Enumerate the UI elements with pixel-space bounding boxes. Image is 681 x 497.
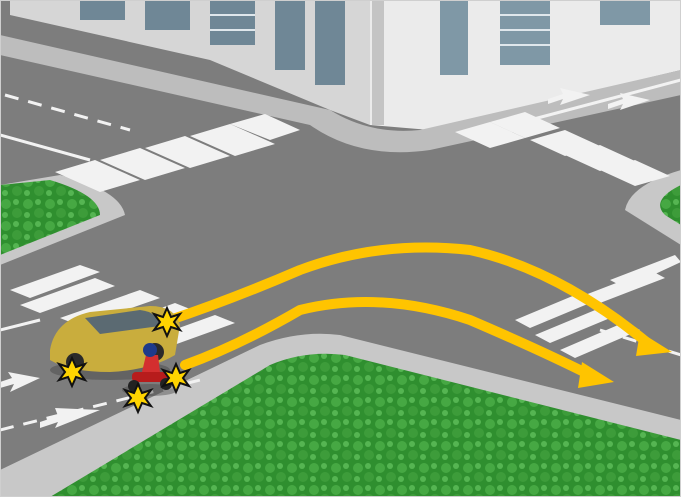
intersection-scene [0,0,681,497]
intersection-illustration [0,0,681,497]
